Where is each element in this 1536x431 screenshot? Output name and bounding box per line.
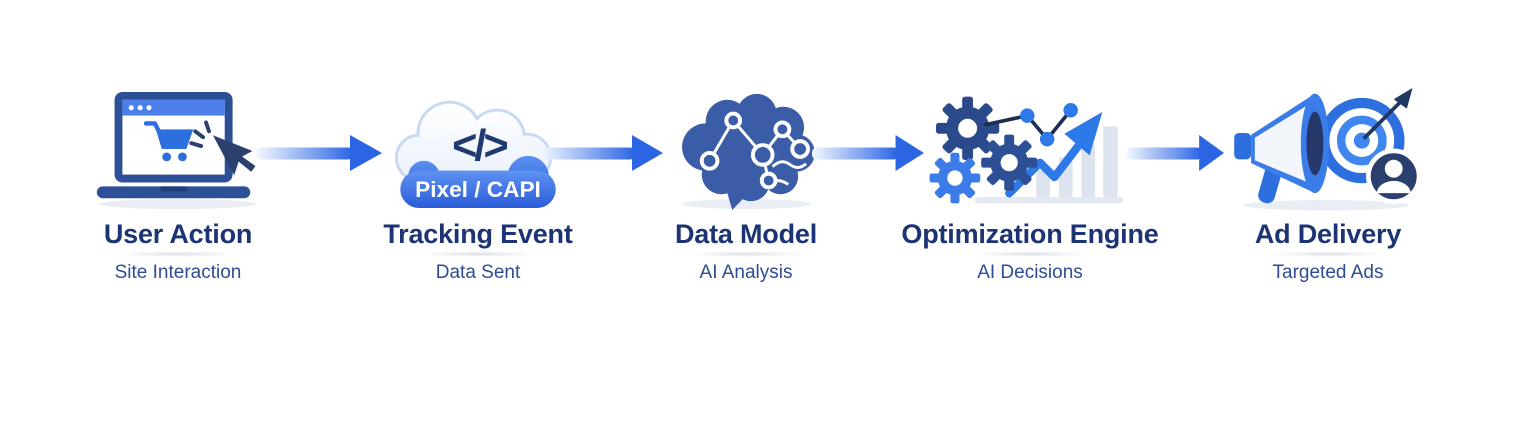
gears-chart-icon (890, 86, 1170, 210)
stage-title: Tracking Event (383, 219, 573, 249)
badge-label: Pixel / CAPI (415, 177, 541, 202)
title-shadow (687, 251, 805, 257)
stage-title: Data Model (674, 219, 818, 249)
stage-tracking-event: </> Pixel / CAPI Tracking Event Data Sen… (353, 86, 603, 284)
stage-title: User Action (103, 219, 253, 249)
flow-arrow-icon (812, 135, 924, 171)
stage-subtitle: AI Analysis (699, 262, 793, 283)
flow-arrow-icon (256, 135, 382, 171)
megaphone-icon (1233, 93, 1329, 204)
laptop-cart-cursor-icon (53, 86, 303, 210)
gear-large-icon (935, 96, 1000, 160)
stage-data-model: Data Model AI Analysis (621, 86, 871, 284)
stage-user-action: User Action Site Interaction (53, 86, 303, 284)
code-glyph: </> (452, 122, 507, 170)
stage-subtitle: Data Sent (435, 262, 521, 283)
stage-title: Ad Delivery (1254, 219, 1402, 249)
title-shadow (971, 251, 1089, 257)
gear-mid-icon (981, 134, 1038, 191)
click-spark-icon (189, 120, 211, 149)
shopping-cart-icon (143, 121, 194, 162)
stage-title: Optimization Engine (901, 219, 1159, 249)
megaphone-target-icon (1203, 86, 1453, 211)
pixel-capi-badge: Pixel / CAPI (400, 155, 556, 209)
title-shadow (419, 251, 537, 257)
stage-subtitle: AI Decisions (977, 262, 1083, 283)
dot-line-chart-icon (983, 102, 1078, 147)
stage-ad-delivery: Ad Delivery Targeted Ads (1203, 86, 1453, 284)
cloud-code-icon: </> Pixel / CAPI (353, 86, 603, 210)
gear-blue-icon (929, 152, 981, 204)
stage-subtitle: Targeted Ads (1272, 262, 1384, 283)
stage-subtitle: Site Interaction (114, 262, 242, 283)
title-shadow (1269, 251, 1387, 257)
user-avatar-icon (1365, 148, 1421, 204)
flow-arrow-icon (1126, 135, 1224, 171)
flow-arrow-icon (541, 135, 663, 171)
brain-network-icon (621, 86, 871, 210)
stage-optimization-engine: Optimization Engine AI Decisions (890, 86, 1170, 284)
cursor-arrow-icon (212, 135, 256, 176)
network-nodes (699, 111, 810, 190)
title-shadow (119, 251, 237, 257)
